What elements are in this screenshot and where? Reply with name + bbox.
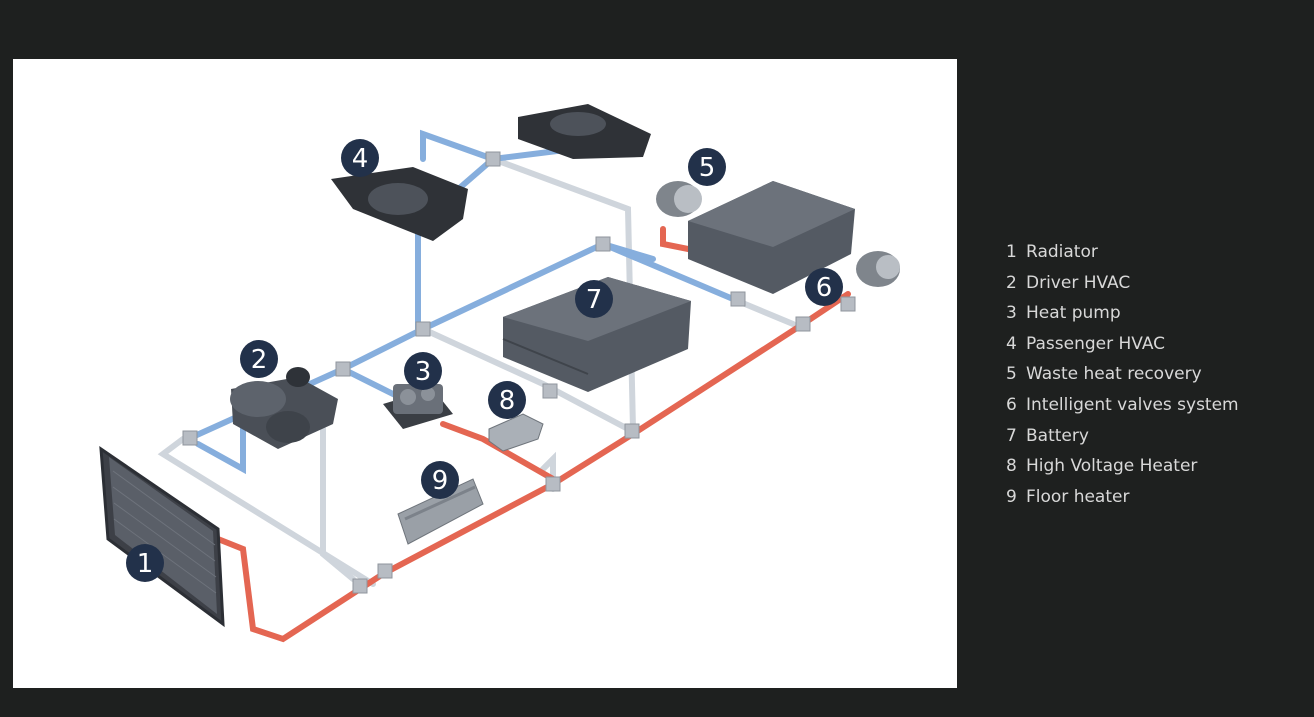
legend-number: 4 (1006, 332, 1026, 356)
marker-4: 4 (341, 139, 379, 177)
legend-label: Heat pump (1026, 303, 1121, 323)
legend-label: Intelligent valves system (1026, 395, 1239, 415)
radiator-component (101, 449, 223, 624)
legend-label: Battery (1026, 426, 1089, 446)
marker-6: 6 (805, 268, 843, 306)
diagram-canvas: 1 2 3 4 5 6 7 8 9 (13, 59, 957, 688)
legend-number: 6 (1006, 393, 1026, 417)
marker-7: 7 (575, 280, 613, 318)
svg-text:5: 5 (699, 153, 716, 183)
legend-number: 2 (1006, 271, 1026, 295)
svg-text:4: 4 (352, 144, 369, 174)
svg-text:7: 7 (586, 285, 603, 315)
thermal-system-diagram: 1 2 3 4 5 6 7 8 9 (13, 59, 957, 688)
legend-number: 1 (1006, 240, 1026, 264)
waste-heat-recovery-component (656, 181, 900, 294)
high-voltage-heater-component (489, 414, 543, 451)
svg-text:3: 3 (415, 357, 432, 387)
legend-label: Floor heater (1026, 487, 1129, 507)
svg-text:9: 9 (432, 466, 449, 496)
legend-number: 7 (1006, 424, 1026, 448)
marker-2: 2 (240, 340, 278, 378)
legend-number: 5 (1006, 362, 1026, 386)
svg-text:8: 8 (499, 386, 516, 416)
svg-text:6: 6 (816, 273, 833, 303)
legend-number: 9 (1006, 485, 1026, 509)
legend-label: Passenger HVAC (1026, 334, 1165, 354)
svg-text:1: 1 (137, 549, 154, 579)
legend-number: 8 (1006, 454, 1026, 478)
marker-3: 3 (404, 352, 442, 390)
legend-label: High Voltage Heater (1026, 456, 1197, 476)
marker-9: 9 (421, 461, 459, 499)
svg-text:2: 2 (251, 345, 268, 375)
marker-8: 8 (488, 381, 526, 419)
legend-label: Driver HVAC (1026, 273, 1130, 293)
legend-number: 3 (1006, 301, 1026, 325)
legend-label: Waste heat recovery (1026, 364, 1202, 384)
marker-5: 5 (688, 148, 726, 186)
passenger-hvac-component (331, 104, 651, 241)
legend-label: Radiator (1026, 242, 1098, 262)
marker-1: 1 (126, 544, 164, 582)
